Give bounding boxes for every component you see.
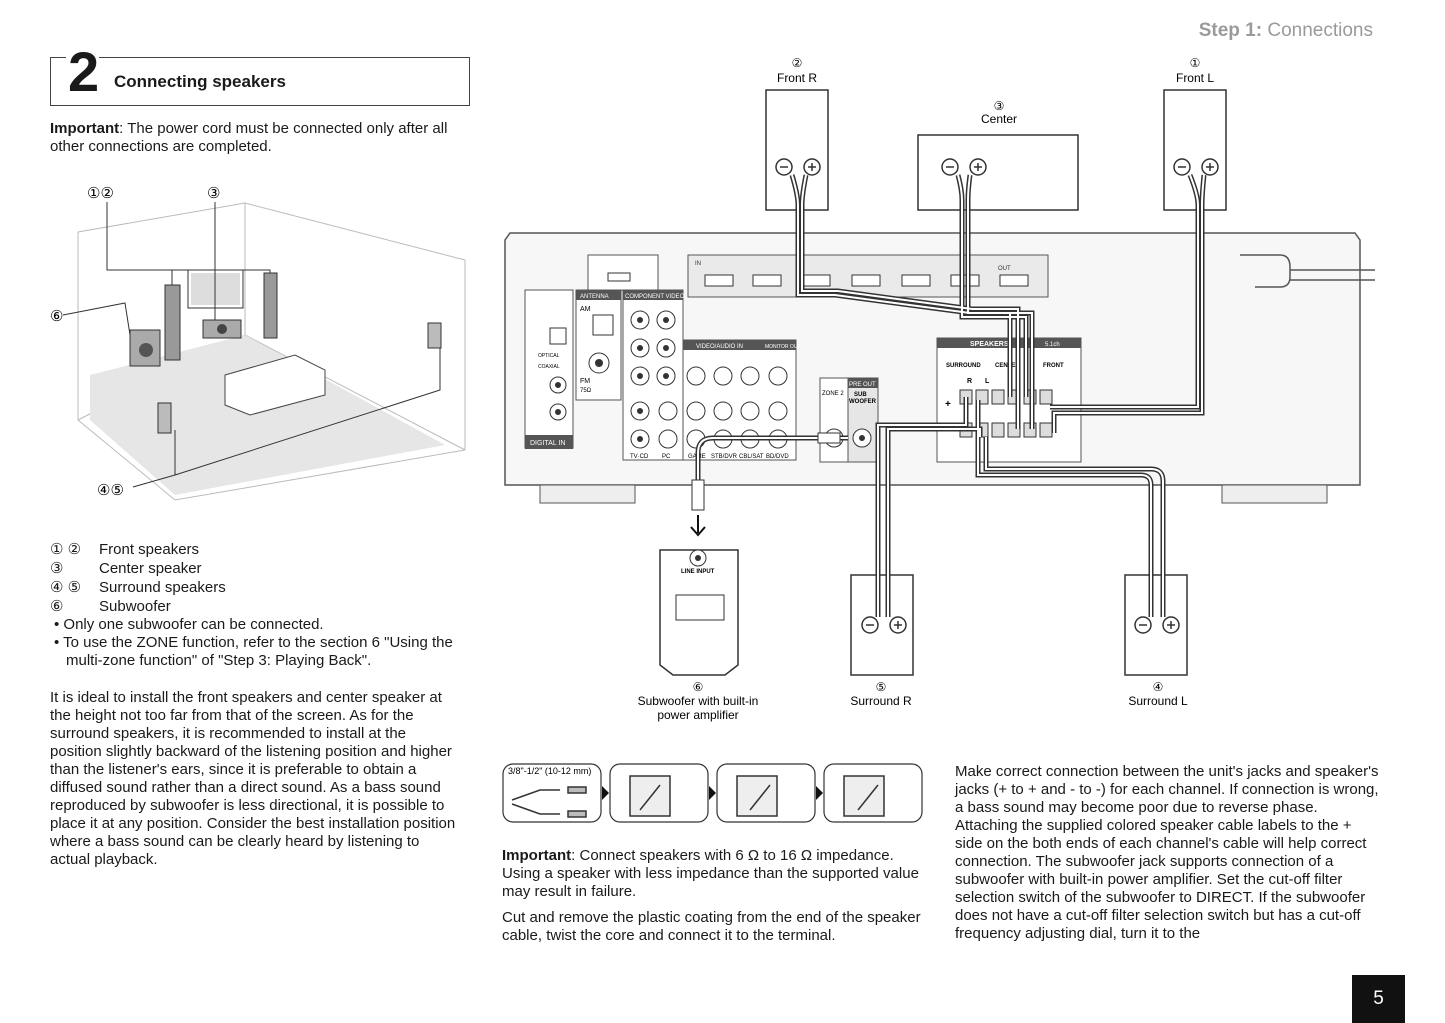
legend-label: Surround speakers [99,579,226,596]
front-label: FRONT [1043,363,1064,369]
important-impedance-text: : Connect speakers with 6 Ω to 16 Ω impe… [502,847,919,900]
page-header: Step 1: Connections [1199,20,1373,42]
subwoofer-number: ⑥ [693,680,704,694]
channels-label: 5.1ch [1045,342,1060,348]
hdmi-out-label: OUT [998,266,1011,272]
front-l-number: ① [1190,56,1201,70]
page-number: 5 [1352,975,1405,1023]
input-tv-cd: TV·CD [630,454,649,460]
antenna-label: ANTENNA [580,294,609,300]
connection-diagram: IN OUT DIGITAL IN OPTICAL COAXIAL ANTENN… [504,56,1375,722]
center-label: Center [981,112,1017,126]
important-label: Important [50,120,120,137]
surround-l-number: ④ [1153,680,1164,694]
section-title: Connecting speakers [114,72,286,91]
component-video-label: COMPONENT VIDEO [625,294,685,300]
legend-label: Subwoofer [99,598,171,615]
input-pc: PC [662,454,671,460]
terminal-plus: + [945,399,951,410]
video-audio-in-label: VIDEO/AUDIO IN [696,344,743,350]
subwoofer-label-2: power amplifier [657,708,738,722]
cable-strip-steps: 3/8"-1/2" (10-12 mm) [502,763,923,823]
room-label-subwoofer: ⑥ [50,308,63,325]
bullet-subwoofer: • Only one subwoofer can be connected. [54,616,324,633]
terminal-r-label: R [967,378,972,385]
legend-row: ④ ⑤ Surround speakers [50,578,470,597]
center-speaker [917,134,1079,211]
strip-length-label: 3/8"-1/2" (10-12 mm) [508,766,591,776]
optical-label: OPTICAL [538,353,560,359]
cable-instruction: Cut and remove the plastic coating from … [502,909,921,944]
surround-l-label: Surround L [1128,694,1188,708]
front-r-number: ② [792,56,803,70]
input-stb-dvr: STB/DVR [711,454,738,460]
front-l-label: Front L [1176,71,1214,85]
legend-label: Center speaker [99,560,202,577]
receiver-rear-panel: IN OUT DIGITAL IN OPTICAL COAXIAL ANTENN… [504,232,1375,504]
section-number: 2 [66,40,99,103]
zone2-label: ZONE 2 [822,391,844,397]
room-label-center: ③ [207,185,220,202]
legend-label: Front speakers [99,541,200,558]
surround-r-label: Surround R [850,694,912,708]
header-title: Connections [1267,20,1373,41]
input-cbl-sat: CBL/SAT [739,454,764,460]
woofer-label: WOOFER [849,399,877,405]
legend-num: ① ② [50,541,82,558]
speaker-legend: ① ② Front speakers ③ Center speaker ④ ⑤ Sur… [50,540,470,670]
coaxial-label: COAXIAL [538,364,560,370]
polarity-paragraph: Make correct connection between the unit… [955,763,1379,942]
section-heading-box [50,57,470,106]
preout-label: PRE OUT [849,382,876,388]
legend-num: ⑥ [50,598,64,615]
legend-num: ③ [50,560,64,577]
room-label-front: ①② [87,185,114,202]
room-layout-diagram: ①② ③ ⑥ ④⑤ [50,185,466,501]
surround-label: SURROUND [946,363,981,369]
header-step: Step 1: [1198,20,1263,41]
fm-label: FM [580,378,590,385]
monitor-out-label: MONITOR OUT [765,344,800,350]
legend-row: ③ Center speaker [50,559,470,578]
bullet-zone: • To use the ZONE function, refer to the… [54,634,453,669]
fm-ohm-label: 75Ω [580,388,592,394]
important-power-text: : The power cord must be connected only … [50,120,448,155]
terminal-l-label: L [985,378,990,385]
important-power-note: Important: The power cord must be connec… [50,120,475,156]
room-label-surround: ④⑤ [97,482,124,499]
front-r-label: Front R [777,71,817,85]
sub-label: SUB [854,392,867,398]
center-number: ③ [994,99,1005,113]
subwoofer-label-1: Subwoofer with built-in [638,694,759,708]
important-impedance-note: Important: Connect speakers with 6 Ω to … [502,847,927,901]
placement-paragraph: It is ideal to install the front speaker… [50,689,456,868]
speakers-header: SPEAKERS [970,341,1009,348]
am-label: AM [580,306,591,313]
surround-r-number: ⑤ [876,680,887,694]
legend-row: ① ② Front speakers [50,540,470,559]
hdmi-in-label: IN [695,261,701,267]
input-bd-dvd: BD/DVD [766,454,789,460]
digital-in-label: DIGITAL IN [530,440,565,447]
legend-num: ④ ⑤ [50,579,82,596]
line-input-label: LINE INPUT [681,569,715,575]
important-label: Important [502,847,572,864]
legend-row: ⑥ Subwoofer [50,597,470,616]
